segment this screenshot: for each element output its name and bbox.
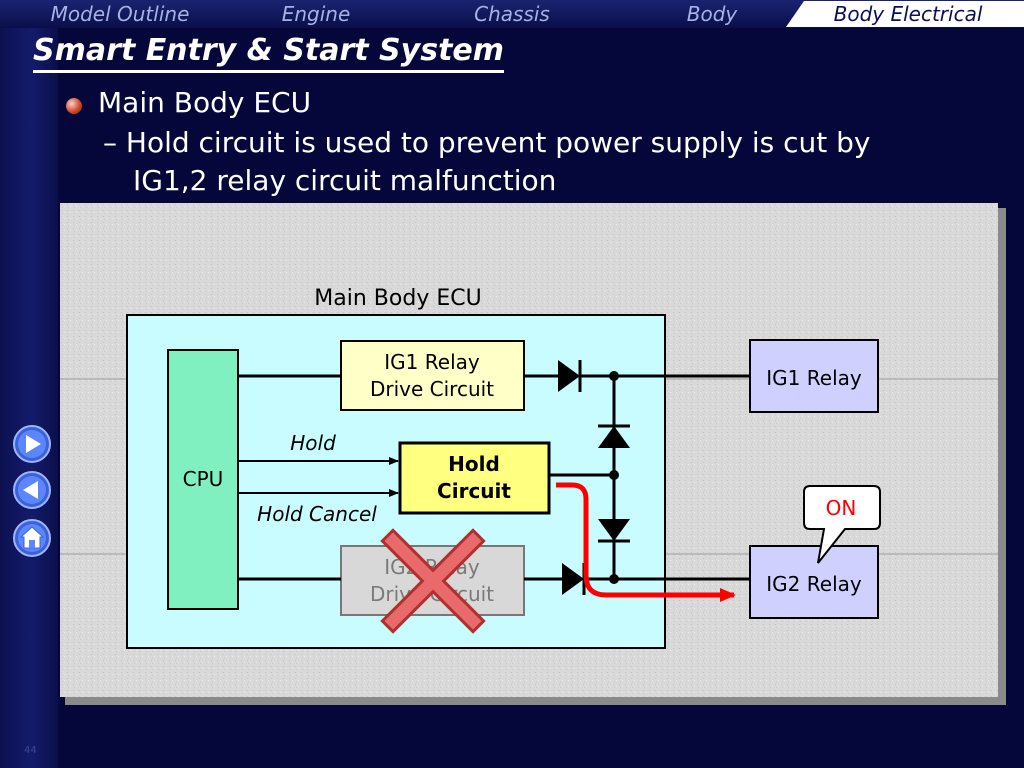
page-number: 44 bbox=[24, 745, 37, 756]
ig1-relay-drive-circuit bbox=[340, 340, 525, 411]
tab-body-electrical[interactable]: Body Electrical bbox=[833, 2, 983, 26]
failure-x-icon bbox=[380, 528, 486, 634]
sub-text-line-2: IG1,2 relay circuit malfunction bbox=[133, 164, 557, 197]
sub-text-line-1: – Hold circuit is used to prevent power … bbox=[103, 126, 871, 159]
junction-dot bbox=[609, 470, 619, 480]
tab-chassis[interactable]: Chassis bbox=[474, 2, 550, 26]
junction-dot bbox=[609, 574, 619, 584]
cpu-block bbox=[167, 349, 239, 610]
bullet-main-body-ecu: Main Body ECU bbox=[98, 86, 312, 119]
ig2-relay-label: IG2 Relay bbox=[766, 572, 862, 596]
back-arrow-icon[interactable] bbox=[12, 470, 52, 510]
bullet-sphere-icon bbox=[66, 98, 82, 114]
bullet-sub-text: – Hold circuit is used to prevent power … bbox=[103, 124, 983, 200]
left-sidebar-band bbox=[0, 28, 58, 768]
hold-circuit-label-1: Hold bbox=[448, 452, 500, 476]
hold-circuit-label-2: Circuit bbox=[437, 479, 511, 503]
hold-signal-label: Hold bbox=[290, 431, 336, 455]
on-callout-label: ON bbox=[826, 496, 857, 520]
ecu-label: Main Body ECU bbox=[314, 286, 481, 311]
junction-dot bbox=[609, 371, 619, 381]
diode-icon bbox=[598, 426, 630, 448]
power-flow-arrow bbox=[556, 482, 736, 602]
diode-icon bbox=[598, 519, 630, 541]
ig1-drive-label-2: Drive Circuit bbox=[370, 377, 494, 401]
tab-model-outline[interactable]: Model Outline bbox=[50, 2, 190, 26]
tab-engine[interactable]: Engine bbox=[281, 2, 351, 26]
cpu-label: CPU bbox=[183, 467, 224, 491]
on-callout: ON bbox=[803, 485, 881, 564]
active-tab-background bbox=[786, 1, 1024, 27]
diode-icon bbox=[562, 563, 584, 595]
hold-cancel-label: Hold Cancel bbox=[257, 502, 377, 526]
home-icon[interactable] bbox=[12, 518, 52, 558]
ig1-drive-label-1: IG1 Relay bbox=[384, 350, 480, 374]
tab-body[interactable]: Body bbox=[686, 2, 738, 26]
forward-arrow-icon[interactable] bbox=[12, 424, 52, 464]
hold-circuit-diagram: Main Body ECU CPU IG1 Relay Drive Circui… bbox=[60, 203, 1006, 705]
diode-icon bbox=[558, 360, 580, 392]
slide-title: Smart Entry & Start System bbox=[33, 32, 505, 73]
ig1-relay-label: IG1 Relay bbox=[766, 366, 862, 390]
ig2-relay-box bbox=[749, 545, 879, 619]
hold-circuit-block bbox=[398, 441, 551, 515]
ig1-relay-box bbox=[749, 339, 879, 413]
